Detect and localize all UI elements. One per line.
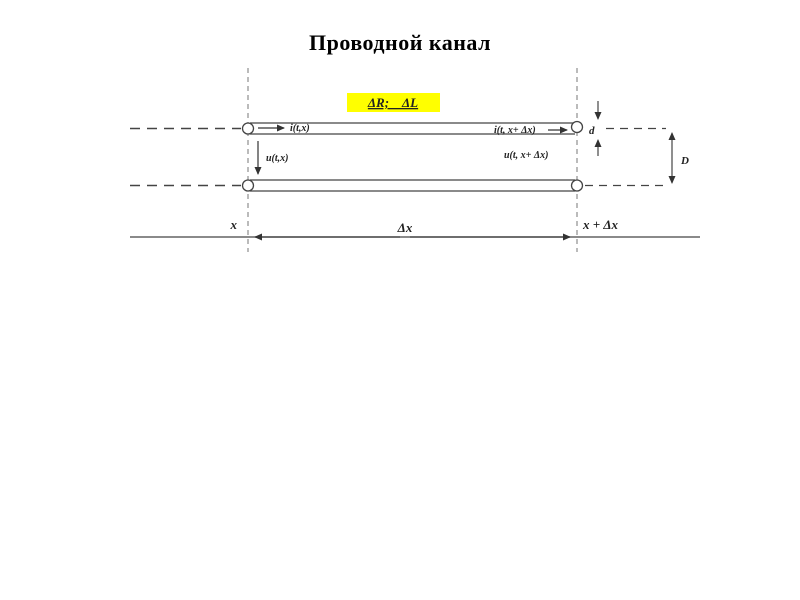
distance-label: D xyxy=(680,155,689,167)
axis-label-x: x xyxy=(230,217,238,232)
slide-title: Проводной канал xyxy=(309,30,491,55)
voltage-label-left: u(t,x) xyxy=(266,153,289,164)
highlight-label: ΔR; ΔL xyxy=(367,95,418,110)
top-wire-left-terminal xyxy=(241,122,255,135)
bottom-wire-right-terminal xyxy=(570,179,584,192)
voltage-label-right: u(t, x+ Δx) xyxy=(504,150,548,161)
bottom-wire-left-terminal xyxy=(241,179,255,192)
current-label-left: i(t,x) xyxy=(290,123,310,134)
axis-label-x-plus-dx: x + Δx xyxy=(582,217,619,232)
axis-label-dx: Δx xyxy=(397,220,413,235)
current-label-right: i(t, x+ Δx) xyxy=(494,125,536,136)
highlight-box xyxy=(347,93,440,112)
diameter-label: d xyxy=(589,125,595,137)
top-wire-right-terminal xyxy=(570,120,584,134)
